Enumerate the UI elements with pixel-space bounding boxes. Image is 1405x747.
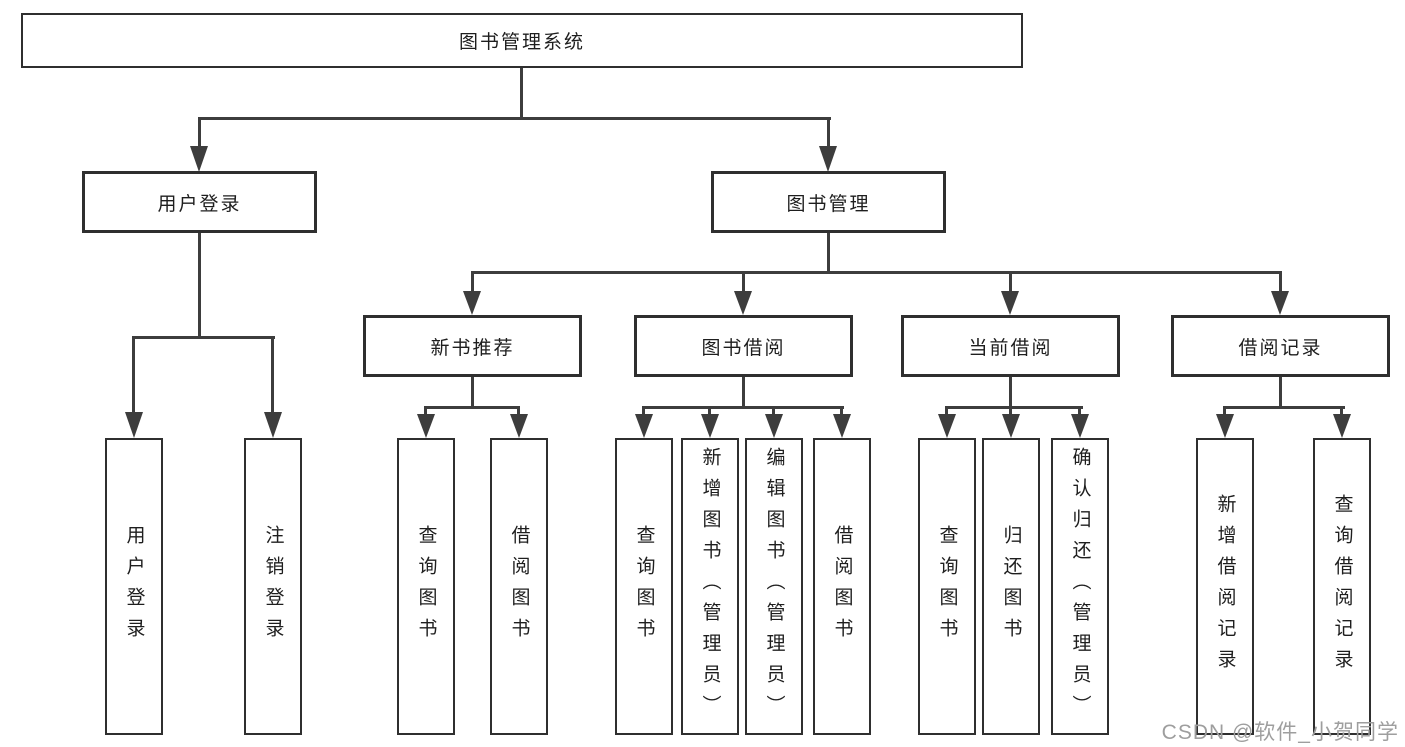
connector xyxy=(271,336,274,414)
leaf-user-login: 用户登录 xyxy=(105,438,163,735)
down-arrowhead xyxy=(734,291,752,315)
leaf-edit-book-admin-label: 编辑图书（管理员） xyxy=(763,447,785,726)
connector xyxy=(132,336,275,339)
leaf-borrow-books-borrowing-label: 借阅图书 xyxy=(831,524,853,649)
connector xyxy=(471,271,474,293)
connector xyxy=(708,406,711,416)
node-root-label: 图书管理系统 xyxy=(458,32,585,53)
leaf-add-book-admin: 新增图书（管理员） xyxy=(681,438,739,735)
down-arrowhead xyxy=(264,412,282,438)
connector xyxy=(424,406,520,409)
csdn-watermark: CSDN @软件_小贺同学 xyxy=(1161,721,1399,744)
down-arrowhead xyxy=(833,414,851,438)
down-arrowhead xyxy=(417,414,435,438)
down-arrowhead xyxy=(819,146,837,172)
down-arrowhead xyxy=(635,414,653,438)
down-arrowhead xyxy=(463,291,481,315)
leaf-add-borrow-record-label: 新增借阅记录 xyxy=(1214,493,1236,680)
leaf-confirm-return-admin-label: 确认归还（管理员） xyxy=(1069,447,1091,726)
node-new-book-recommend: 新书推荐 xyxy=(363,315,582,377)
leaf-logout-label: 注销登录 xyxy=(262,524,284,649)
connector xyxy=(1223,406,1345,409)
leaf-query-borrow-record: 查询借阅记录 xyxy=(1313,438,1371,735)
connector xyxy=(471,271,1282,274)
leaf-add-borrow-record: 新增借阅记录 xyxy=(1196,438,1254,735)
down-arrowhead xyxy=(1001,291,1019,315)
connector xyxy=(827,233,830,274)
connector xyxy=(1009,406,1012,416)
leaf-query-books-borrowing: 查询图书 xyxy=(615,438,673,735)
connector xyxy=(1078,406,1081,416)
leaf-borrow-books-borrowing: 借阅图书 xyxy=(813,438,871,735)
connector xyxy=(642,406,645,416)
connector xyxy=(132,336,135,414)
down-arrowhead xyxy=(1216,414,1234,438)
connector xyxy=(1009,271,1012,293)
node-user-login: 用户登录 xyxy=(82,171,317,233)
node-book-borrowing: 图书借阅 xyxy=(634,315,853,377)
node-user-login-label: 用户登录 xyxy=(157,193,242,215)
node-borrowing-records: 借阅记录 xyxy=(1171,315,1390,377)
connector xyxy=(945,406,1083,409)
node-borrowing-records-label: 借阅记录 xyxy=(1238,337,1323,359)
connector xyxy=(1279,377,1282,409)
connector xyxy=(198,117,831,120)
down-arrowhead xyxy=(1002,414,1020,438)
node-book-borrowing-label: 图书借阅 xyxy=(701,337,786,359)
down-arrowhead xyxy=(1071,414,1089,438)
down-arrowhead xyxy=(701,414,719,438)
down-arrowhead xyxy=(1333,414,1351,438)
node-current-borrowing-label: 当前借阅 xyxy=(968,337,1053,359)
leaf-query-books-recommend: 查询图书 xyxy=(397,438,455,735)
leaf-query-books-current-label: 查询图书 xyxy=(936,524,958,649)
node-book-management: 图书管理 xyxy=(711,171,946,233)
down-arrowhead xyxy=(765,414,783,438)
connector xyxy=(840,406,843,416)
leaf-return-book-label: 归还图书 xyxy=(1000,524,1022,649)
leaf-edit-book-admin: 编辑图书（管理员） xyxy=(745,438,803,735)
down-arrowhead xyxy=(510,414,528,438)
connector xyxy=(945,406,948,416)
leaf-return-book: 归还图书 xyxy=(982,438,1040,735)
leaf-query-books-recommend-label: 查询图书 xyxy=(415,524,437,649)
connector xyxy=(517,406,520,416)
down-arrowhead xyxy=(190,146,208,172)
connector xyxy=(772,406,775,416)
node-root: 图书管理系统 xyxy=(21,13,1023,68)
leaf-query-books-borrowing-label: 查询图书 xyxy=(633,524,655,649)
down-arrowhead xyxy=(125,412,143,438)
connector xyxy=(1340,406,1343,416)
leaf-borrow-books-recommend-label: 借阅图书 xyxy=(508,524,530,649)
down-arrowhead xyxy=(938,414,956,438)
connector xyxy=(198,233,201,339)
connector xyxy=(1223,406,1226,416)
connector xyxy=(520,68,523,120)
connector xyxy=(198,117,201,147)
leaf-add-book-admin-label: 新增图书（管理员） xyxy=(699,447,721,726)
connector xyxy=(424,406,427,416)
connector xyxy=(1009,377,1012,409)
down-arrowhead xyxy=(1271,291,1289,315)
leaf-confirm-return-admin: 确认归还（管理员） xyxy=(1051,438,1109,735)
connector xyxy=(642,406,844,409)
leaf-borrow-books-recommend: 借阅图书 xyxy=(490,438,548,735)
node-book-management-label: 图书管理 xyxy=(786,193,871,215)
connector xyxy=(1279,271,1282,293)
leaf-query-borrow-record-label: 查询借阅记录 xyxy=(1331,493,1353,680)
node-current-borrowing: 当前借阅 xyxy=(901,315,1120,377)
connector xyxy=(742,377,745,409)
leaf-query-books-current: 查询图书 xyxy=(918,438,976,735)
leaf-logout: 注销登录 xyxy=(244,438,302,735)
node-new-book-recommend-label: 新书推荐 xyxy=(430,337,515,359)
connector xyxy=(827,117,830,147)
connector xyxy=(742,271,745,293)
connector xyxy=(471,377,474,409)
leaf-user-login-label: 用户登录 xyxy=(123,524,145,649)
